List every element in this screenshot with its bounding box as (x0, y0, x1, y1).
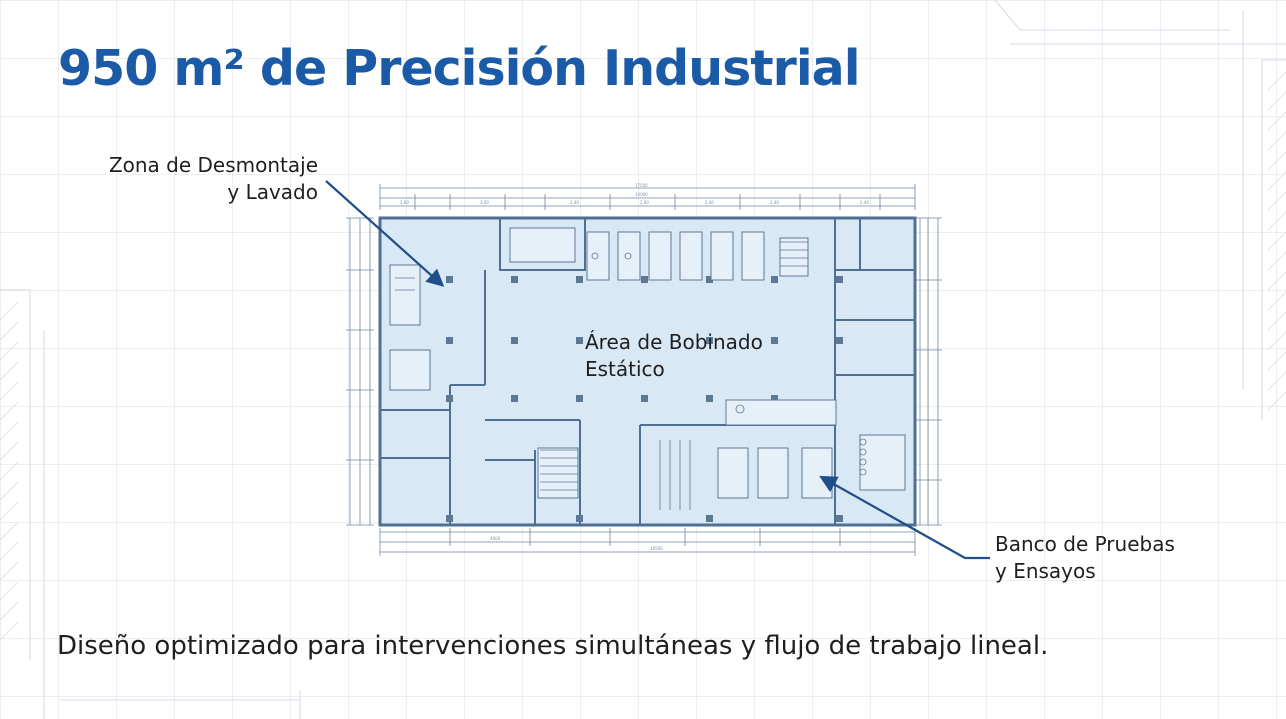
label-disassembly-line-1: Zona de Desmontaje (108, 153, 318, 177)
svg-text:2.40: 2.40 (570, 200, 579, 205)
svg-text:2.40: 2.40 (860, 200, 869, 205)
label-test-bench-line-2: y Ensayos (995, 559, 1096, 583)
svg-text:2.40: 2.40 (640, 200, 649, 205)
svg-text:2.80: 2.80 (400, 200, 409, 205)
svg-text:2.40: 2.40 (770, 200, 779, 205)
label-winding-area: Área de Bobinado Estático (585, 329, 763, 383)
floor-plan: 17500 10000 2.80 3.00 2.40 2.40 2.40 2.40 2.4… (346, 183, 942, 556)
svg-text:3.00: 3.00 (480, 200, 489, 205)
label-disassembly-line-2: y Lavado (227, 180, 318, 204)
svg-text:18500: 18500 (650, 546, 663, 551)
label-disassembly-zone: Zona de Desmontaje y Lavado (109, 152, 318, 206)
svg-text:10000: 10000 (635, 192, 648, 197)
label-test-bench: Banco de Pruebas y Ensayos (995, 531, 1175, 585)
svg-text:2.40: 2.40 (705, 200, 714, 205)
subtitle: Diseño optimizado para intervenciones si… (57, 631, 1049, 661)
svg-text:4000: 4000 (490, 536, 501, 541)
label-test-bench-line-1: Banco de Pruebas (995, 532, 1175, 556)
svg-text:17500: 17500 (635, 183, 648, 188)
label-winding-line-1: Área de Bobinado (585, 330, 763, 354)
page-title: 950 m² de Precisión Industrial (58, 40, 860, 97)
label-winding-line-2: Estático (585, 357, 665, 381)
